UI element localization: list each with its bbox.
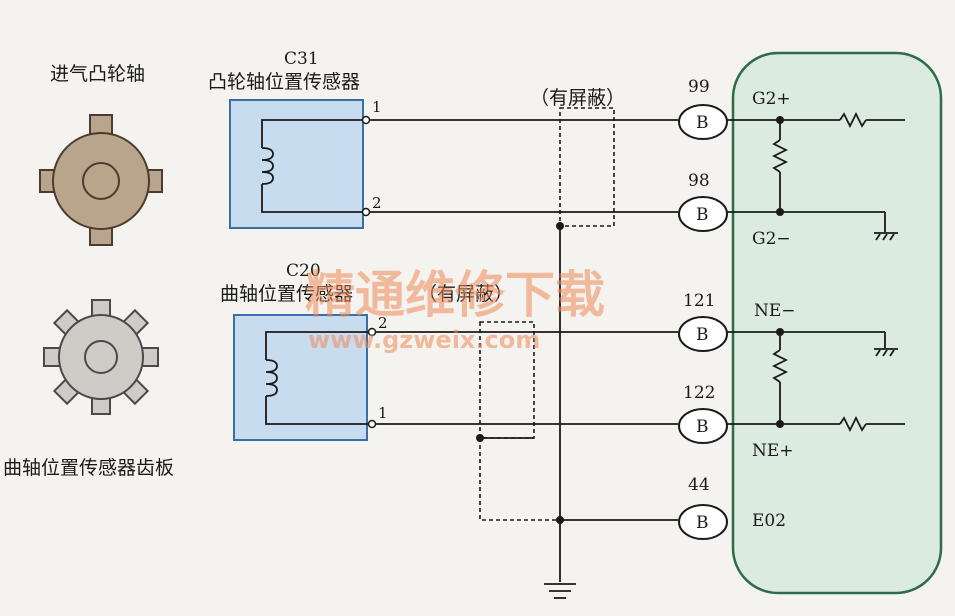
- cam-pin2-terminal: [361, 207, 371, 217]
- shield-drain-dashed: [479, 438, 560, 521]
- cam-sensor-box: [229, 99, 364, 229]
- crank-sensor-code: C20: [286, 261, 321, 281]
- cam-gear-label: 进气凸轮轴: [50, 63, 145, 85]
- watermark-url: www.gzweix.com: [308, 326, 540, 354]
- cam-pin1-terminal: [361, 115, 371, 125]
- pin-badge: [678, 408, 728, 444]
- cam-sensor-coil-icon: [261, 119, 363, 213]
- ecu-pin-122: 122 B NE+: [678, 383, 794, 461]
- shield-bottom-label: （有屏蔽）: [418, 283, 513, 305]
- crank-pin1-terminal: [367, 419, 377, 429]
- pin-badge-letter: B: [696, 205, 709, 225]
- ecu-pin-98: 98 B G2−: [678, 171, 791, 249]
- cam-sensor-name: 凸轮轴位置传感器: [208, 71, 360, 93]
- cam-sensor-code: C31: [284, 49, 319, 69]
- pin-signal: NE−: [754, 301, 796, 321]
- pin-signal: NE+: [752, 441, 794, 461]
- crank-sensor-coil-icon: [265, 331, 369, 425]
- cam-pin2-label: 2: [372, 194, 382, 212]
- crank-pin2-label: 2: [378, 314, 388, 332]
- junction-dot: [776, 116, 784, 124]
- crank-gear-icon: [43, 299, 159, 415]
- crank-sensor-box: [233, 314, 368, 441]
- crank-pin2-terminal: [367, 327, 377, 337]
- ecu-pin-44: 44 B E02: [678, 475, 786, 540]
- junction-dot: [776, 208, 784, 216]
- junction-dot: [556, 222, 564, 230]
- shield-top-label: （有屏蔽）: [530, 87, 625, 109]
- pin-number: 122: [683, 383, 715, 403]
- crank-pin1-label: 1: [378, 404, 388, 422]
- ecu-box: [731, 51, 943, 595]
- junction-dot: [776, 328, 784, 336]
- pin-number: 98: [688, 171, 710, 191]
- junction-dot: [476, 434, 484, 442]
- crank-gear-label: 曲轴位置传感器齿板: [3, 457, 174, 479]
- pin-signal: E02: [752, 511, 786, 531]
- pin-number: 99: [688, 77, 710, 97]
- ecu-pin-99: 99 B G2+: [678, 77, 791, 140]
- crank-sensor-name: 曲轴位置传感器: [220, 283, 353, 305]
- signal-wires: [370, 119, 678, 521]
- pin-badge-letter: B: [696, 417, 709, 437]
- pin-signal: G2+: [752, 89, 791, 109]
- pin-number: 121: [683, 291, 715, 311]
- pin-signal: G2−: [752, 229, 791, 249]
- ecu-ground-icon: [874, 348, 898, 357]
- junction-dot: [776, 420, 784, 428]
- watermark-title: 精通维修下载: [305, 266, 605, 324]
- pin-badge: [678, 504, 728, 540]
- junction-dot: [556, 516, 564, 524]
- pin-badge-letter: B: [696, 325, 709, 345]
- shield-top-box: [559, 107, 615, 227]
- cam-pin1-label: 1: [372, 98, 382, 116]
- pin-badge: [678, 316, 728, 352]
- chassis-ground-icon: [544, 583, 576, 599]
- pin-number: 44: [688, 475, 710, 495]
- cam-gear-icon: [39, 114, 163, 246]
- pin-badge: [678, 196, 728, 232]
- ecu-ground-icon: [874, 232, 898, 241]
- ecu-pin-121: 121 B NE−: [678, 291, 796, 352]
- pin-badge-letter: B: [696, 113, 709, 133]
- pin-badge: [678, 104, 728, 140]
- pin-badge-letter: B: [696, 513, 709, 533]
